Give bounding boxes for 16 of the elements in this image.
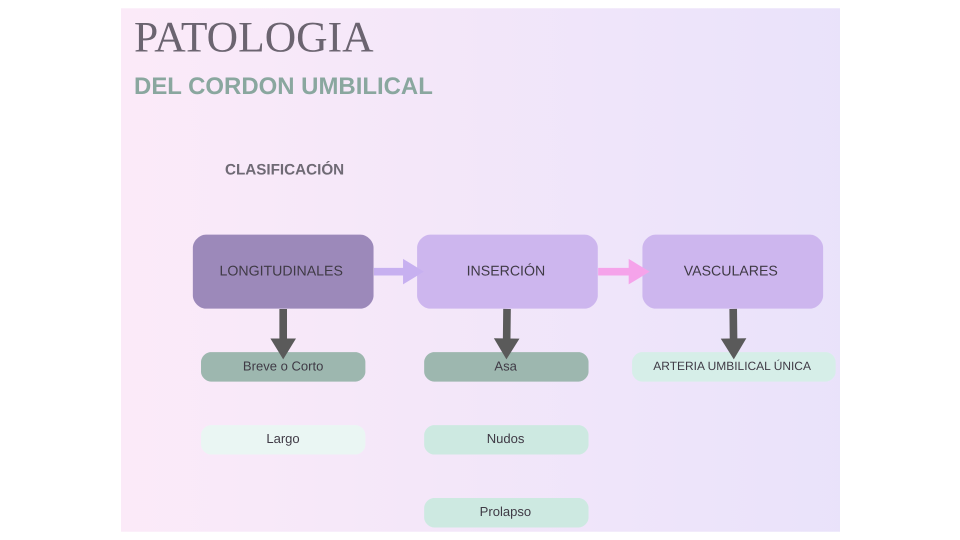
node-box: Breve o Corto [200,352,365,382]
label: CLASIFICACIÓN [224,161,344,178]
node-box: LONGITUDINALES [192,234,374,309]
arrow [373,258,424,284]
node-box: ARTERIA UMBILICAL ÚNICA [632,352,836,382]
arrow [720,308,746,360]
diagram-title: PATOLOGIA [134,14,374,62]
node-box: INSERCIÓN [416,234,598,309]
node-box: VASCULARES [642,234,823,309]
label: DEL CORDON UMBILICAL [134,72,432,100]
node-box: Asa [424,352,588,382]
node-box: Prolapso [424,498,588,528]
arrow [493,308,519,360]
arrow [598,258,650,284]
node-box: Nudos [424,425,588,454]
arrow [270,308,296,360]
